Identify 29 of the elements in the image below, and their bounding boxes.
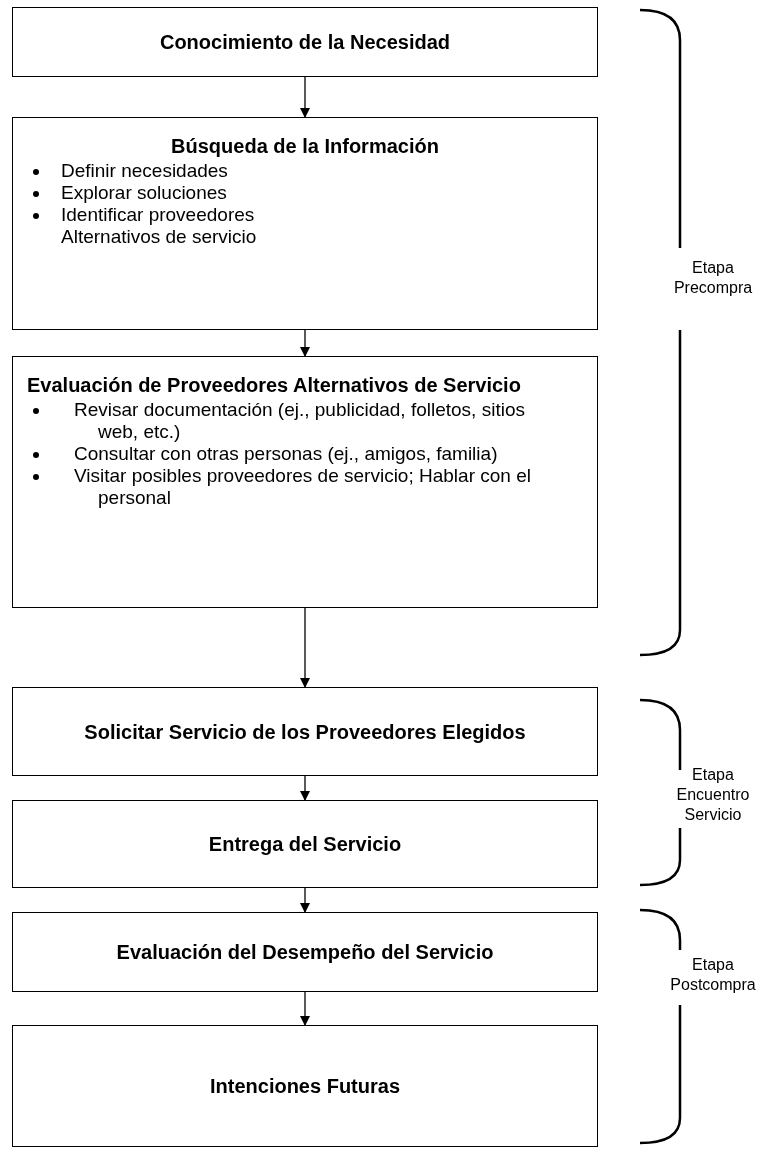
bullet-text: Definir necesidades <box>61 160 228 182</box>
arrow <box>300 76 310 118</box>
step-heading: Evaluación de Proveedores Alternativos de Servicio <box>27 373 522 397</box>
arrow <box>300 775 310 801</box>
step-heading: Conocimiento de la Necesidad <box>159 30 451 54</box>
process-box <box>12 117 598 330</box>
process-box <box>12 7 598 77</box>
process-box <box>12 800 598 888</box>
stage-label: Etapa Encuentro Servicio <box>675 765 751 825</box>
bullet-text: Revisar documentación (ej., publicidad, folletos, sitios web, etc.) <box>74 399 526 443</box>
step-heading: Evaluación del Desempeño del Servicio <box>116 940 494 964</box>
bullet-text: Visitar posibles proveedores de servicio; Hablar con el personal <box>74 465 532 509</box>
arrow <box>300 887 310 913</box>
arrow <box>300 607 310 688</box>
step-heading: Entrega del Servicio <box>208 832 402 856</box>
process-box <box>12 687 598 776</box>
process-box <box>12 1025 598 1147</box>
arrow <box>300 991 310 1026</box>
bullet-text: Explorar soluciones <box>61 182 227 204</box>
stage-label: Etapa Postcompra <box>669 955 757 995</box>
arrow <box>300 329 310 357</box>
stage-label: Etapa Precompra <box>672 258 754 298</box>
process-box <box>12 356 598 608</box>
step-heading: Intenciones Futuras <box>210 1074 400 1098</box>
process-box <box>12 912 598 992</box>
bullet-text: Identificar proveedores Alternativos de servicio <box>61 204 258 248</box>
step-heading: Búsqueda de la Información <box>170 134 440 158</box>
bullet-text: Consultar con otras personas (ej., amigos, familia) <box>74 443 499 465</box>
step-heading: Solicitar Servicio de los Proveedores Elegidos <box>84 719 526 744</box>
